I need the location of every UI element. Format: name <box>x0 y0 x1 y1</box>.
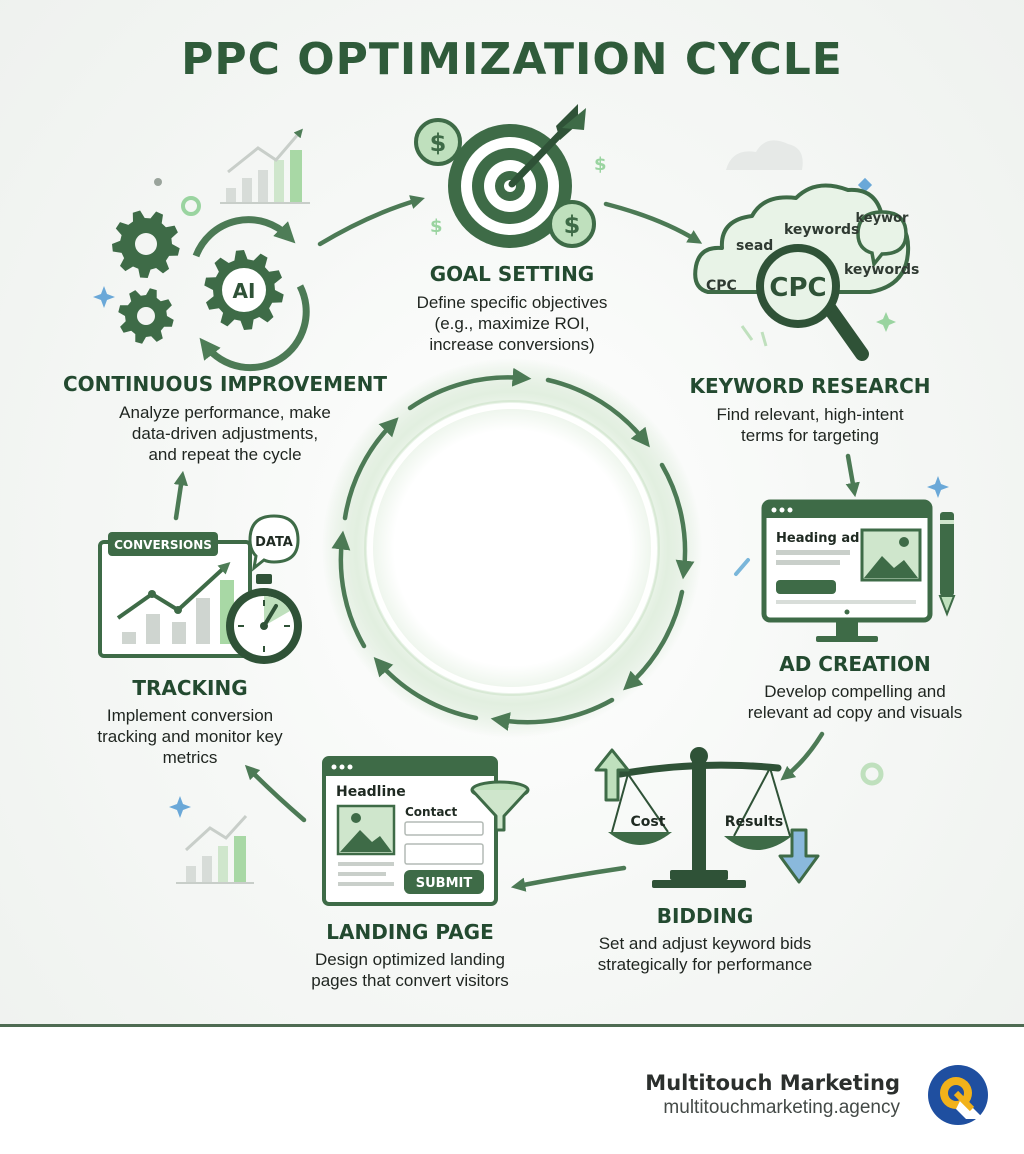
cycle-ring-arrows <box>331 367 695 731</box>
ad-creation-desc: Develop compelling and relevant ad copy … <box>720 681 990 723</box>
gears-cycle-icon: AI <box>112 210 310 372</box>
desc-line: metrics <box>162 748 218 767</box>
tracking-desc: Implement conversion tracking and monito… <box>60 705 320 768</box>
funnel-icon <box>470 780 530 832</box>
dollar-coin-icon: $ <box>414 118 462 166</box>
chart-stopwatch-icon: CONVERSIONS DATA <box>98 514 302 664</box>
desc-line: terms for targeting <box>741 426 879 445</box>
continuous-improvement-desc: Analyze performance, make data-driven ad… <box>60 402 390 465</box>
center-ring <box>322 358 702 738</box>
cloud-word: CPC <box>706 278 737 294</box>
bidding-desc: Set and adjust keyword bids strategicall… <box>560 933 850 975</box>
desc-line: data-driven adjustments, <box>131 424 319 443</box>
gear-icon <box>118 288 174 344</box>
arrow-tracking-to-improvement <box>173 470 189 521</box>
tracking-title: TRACKING <box>132 676 248 700</box>
arrow-improvement-to-goal <box>317 195 425 247</box>
ad-creation-title: AD CREATION <box>779 652 931 676</box>
continuous-improvement-title: CONTINUOUS IMPROVEMENT <box>62 372 388 396</box>
cycle-diagram: $ $ $ $ CPC sead keywords keywor CPC key… <box>93 104 956 906</box>
landing-page-title: LANDING PAGE <box>326 920 494 944</box>
balance-scale-icon: Cost Results <box>594 747 820 888</box>
desc-line: Define specific objectives <box>416 293 608 312</box>
ai-gear-label: AI <box>233 279 256 303</box>
bidding-title: BIDDING <box>656 904 754 928</box>
ad-heading-text: Heading ad <box>776 531 859 546</box>
desc-line: Find relevant, high-intent <box>716 405 904 424</box>
monitor-ad-icon: Heading ad <box>761 499 956 642</box>
arrow-landing-to-tracking <box>244 764 307 823</box>
desc-line: Design optimized landing <box>315 950 505 969</box>
landing-contact-label: Contact <box>405 805 458 819</box>
svg-text:$: $ <box>430 129 447 157</box>
scale-right-label: Results <box>725 814 783 830</box>
stopwatch-icon <box>226 574 302 664</box>
cloud-word: keywor <box>856 211 910 226</box>
desc-line: increase conversions) <box>429 335 595 354</box>
keyword-research-title: KEYWORD RESEARCH <box>689 374 931 398</box>
magnifier-cloud-icon: CPC sead keywords keywor CPC keywords <box>693 140 919 361</box>
bar-chart-deco-bottom <box>176 814 254 884</box>
cloud-word: CPC <box>769 273 826 303</box>
scale-left-label: Cost <box>631 814 666 830</box>
footer: Multitouch Marketing multitouchmarketing… <box>0 1024 1024 1154</box>
arrow-ad-to-bidding <box>780 731 825 781</box>
desc-line: pages that convert visitors <box>311 971 509 990</box>
svg-text:$: $ <box>594 154 607 175</box>
keyword-research-desc: Find relevant, high-intent terms for tar… <box>660 404 960 446</box>
svg-text:$: $ <box>564 211 581 239</box>
arrow-keyword-to-ad <box>845 453 860 498</box>
desc-line: Develop compelling and <box>764 682 946 701</box>
brand-logo-icon <box>928 1065 988 1125</box>
arrow-up-icon <box>594 748 630 802</box>
arrow-goal-to-keyword <box>603 201 703 244</box>
desc-line: strategically for performance <box>597 955 813 974</box>
gear-icon <box>112 210 180 278</box>
flow-arrows <box>173 195 860 892</box>
dollar-coin-icon: $ <box>548 200 596 248</box>
desc-line: tracking and monitor key <box>97 727 283 746</box>
desc-line: relevant ad copy and visuals <box>747 703 963 722</box>
landing-headline: Headline <box>336 784 406 800</box>
cloud-word: sead <box>736 238 773 254</box>
page-title: PPC OPTIMIZATION CYCLE <box>181 34 843 85</box>
svg-text:$: $ <box>430 216 443 237</box>
cloud-word: keywords <box>784 222 859 238</box>
data-bubble: DATA <box>248 514 300 572</box>
data-bubble-label: DATA <box>255 535 293 550</box>
desc-line: Set and adjust keyword bids <box>598 934 812 953</box>
desc-line: (e.g., maximize ROI, <box>434 314 590 333</box>
goal-setting-title: GOAL SETTING <box>429 262 595 286</box>
desc-line: and repeat the cycle <box>148 445 302 464</box>
cloud-word: keywords <box>844 262 919 278</box>
desc-line: Analyze performance, make <box>119 403 331 422</box>
gear-hole <box>137 307 155 325</box>
landing-page-funnel-icon: Headline Contact SUBMIT <box>322 756 530 906</box>
brand-name: Multitouch Marketing <box>645 1071 900 1095</box>
landing-page-desc: Design optimized landing pages that conv… <box>270 949 550 991</box>
gear-hole <box>222 268 266 312</box>
desc-line: Implement conversion <box>106 706 274 725</box>
sparkles <box>93 177 949 818</box>
gear-icon <box>204 250 284 330</box>
goal-setting-desc: Define specific objectives (e.g., maximi… <box>352 292 672 355</box>
submit-button-label: SUBMIT <box>416 876 473 891</box>
conversions-badge: CONVERSIONS <box>114 538 212 552</box>
bar-chart-deco-top <box>220 128 310 204</box>
arrow-down-icon <box>778 828 820 884</box>
target-arrow-icon: $ $ $ $ <box>414 104 607 248</box>
gear-hole <box>135 233 157 255</box>
brand-url[interactable]: multitouchmarketing.agency <box>663 1097 900 1118</box>
arrow-bidding-to-landing <box>510 865 627 892</box>
pencil-icon <box>938 512 956 617</box>
